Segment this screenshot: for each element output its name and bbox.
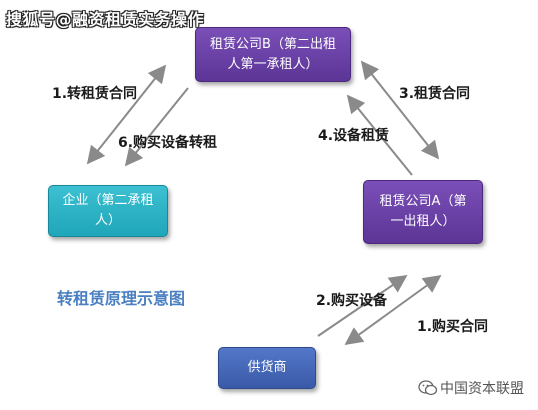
edge-label-buy-equipment-sublease: 6.购买设备转租 [118,135,218,151]
node-leasing-company-b-label: 租赁公司B（第二出租人第一承租人） [210,36,336,72]
arrow-e1b [344,274,442,346]
edge-label-purchase-contract: 1.购买合同 [417,319,489,335]
watermark-top: 搜狐号@融资租赁实务操作 [6,10,205,29]
arrow-e4 [346,94,413,176]
node-supplier-label: 供货商 [247,360,287,375]
node-leasing-company-a: 租赁公司A（第一出租人） [363,180,483,244]
node-leasing-company-a-label: 租赁公司A（第一出租人） [379,194,467,229]
arrow-e6 [124,87,189,167]
node-leasing-company-b: 租赁公司B（第二出租人第一承租人） [195,27,351,82]
node-supplier: 供货商 [218,347,316,389]
arrow-e3 [360,60,440,160]
node-enterprise: 企业（第二承租人） [48,185,168,237]
edge-label-buy-equipment: 2.购买设备 [316,293,388,309]
edge-label-equipment-lease: 4.设备租赁 [318,128,390,144]
diagram-title: 转租赁原理示意图 [57,289,186,308]
node-enterprise-label: 企业（第二承租人） [62,193,154,228]
arrow-e1 [86,64,167,165]
watermark-bottom: 中国资本联盟 [418,378,524,398]
edge-label-sublease-contract: 1.转租赁合同 [52,86,138,102]
wechat-icon [418,380,438,396]
watermark-bottom-text: 中国资本联盟 [440,381,524,397]
edge-label-lease-contract: 3.租赁合同 [399,86,471,102]
